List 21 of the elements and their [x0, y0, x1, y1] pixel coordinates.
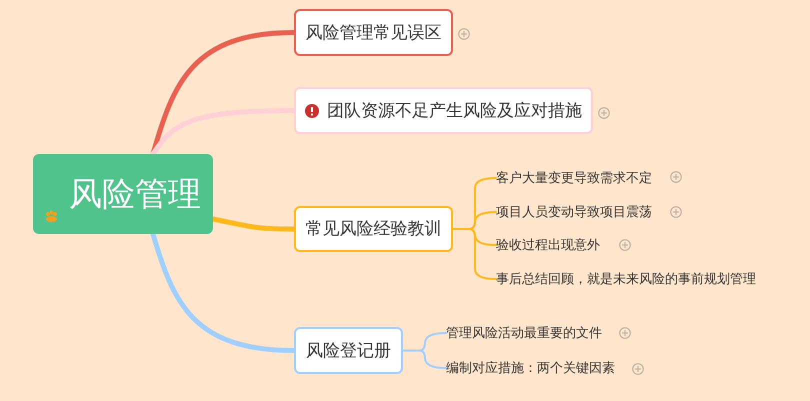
- topic-label: 管理风险活动最重要的文件: [446, 324, 602, 342]
- topic-box: [294, 327, 403, 374]
- topic-label: 编制对应措施：两个关键因素: [446, 359, 615, 378]
- topic-box: [294, 206, 453, 252]
- topic-label: 团队资源不足产生风险及应对措施: [327, 100, 582, 122]
- topic-label: 风险登记册: [306, 340, 391, 362]
- topic-box: [294, 9, 453, 56]
- branch-line: [210, 216, 296, 232]
- branch-line: [150, 108, 296, 156]
- branch-line: [150, 232, 296, 353]
- topic-label: 常见风险经验教训: [306, 218, 442, 240]
- topic-label: 客户大量变更导致需求不定: [496, 169, 652, 188]
- root-topic-label: 风险管理: [69, 174, 201, 214]
- topic-label: 验收过程出现意外: [496, 236, 600, 254]
- root-topic-box: [33, 154, 213, 234]
- branch-line: [452, 228, 497, 280]
- branch-line: [402, 350, 447, 369]
- topic-label: 项目人员变动导致项目震荡: [496, 203, 652, 222]
- topic-box: [294, 87, 593, 134]
- topic-label: 风险管理常见误区: [306, 22, 442, 44]
- topic-label: 事后总结回顾，就是未来风险的事前规划管理: [496, 270, 756, 288]
